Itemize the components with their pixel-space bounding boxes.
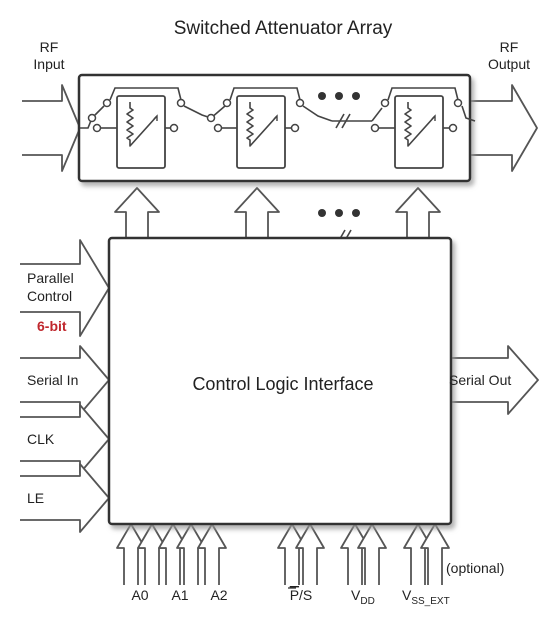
control-logic-label: Control Logic Interface (192, 374, 373, 394)
ellipsis-dots-top (318, 92, 360, 100)
pin-vdd-sub: DD (360, 596, 374, 607)
control-logic-block (107, 236, 453, 526)
diagram-title: Switched Attenuator Array (174, 18, 393, 39)
parallel-bit-width: 6-bit (37, 318, 67, 334)
control-arrow-2 (234, 187, 280, 245)
pin-a2-label: A2 (210, 587, 227, 603)
le-label: LE (27, 490, 44, 506)
pin-ps-bar: P (290, 587, 299, 603)
rf-input-label-line1: RF (40, 39, 59, 55)
serial-out-arrow (445, 345, 539, 415)
a0-pin-arrow-2 (137, 523, 167, 585)
pin-ps-label: P/S (290, 587, 313, 603)
a2-pin-arrow (197, 523, 227, 585)
ps-pin-arrow-1 (277, 523, 307, 585)
resistor-icon-1 (126, 102, 158, 147)
control-arrow-3 (395, 187, 441, 245)
attenuator-cell-2 (236, 95, 286, 169)
rf-output-label-line1: RF (500, 39, 519, 55)
pin-ps-rest: /S (299, 587, 312, 603)
ps-pin-arrow-2 (295, 523, 325, 585)
a0-pin-arrow-1 (116, 523, 146, 585)
rf-output-arrow (470, 84, 538, 172)
switch-contacts (87, 98, 463, 133)
rf-input-label-line2: Input (33, 56, 64, 72)
attenuator-cell-1 (116, 95, 166, 169)
resistor-icon-3 (404, 102, 436, 147)
pin-a0-label: A0 (131, 587, 148, 603)
attenuator-cell-3 (394, 95, 444, 169)
pin-a1-label: A1 (171, 587, 188, 603)
pin-vss-label: VSS_EXT (402, 587, 450, 607)
rf-input-arrow (22, 84, 81, 172)
pin-vdd-label: VDD (351, 587, 375, 607)
rf-output-label-line2: Output (488, 56, 530, 72)
a1-pin-arrow-1 (158, 523, 188, 585)
serial-in-label: Serial In (27, 372, 78, 388)
break-mark-top (332, 113, 372, 129)
pin-vss-optional-note: (optional) (446, 560, 504, 576)
serial-out-label: Serial Out (449, 372, 511, 388)
parallel-label-line1: Parallel (27, 270, 74, 286)
ellipsis-dots-bottom (318, 209, 360, 217)
variable-arrow-icon-1 (153, 114, 158, 121)
variable-arrow-icon-3 (431, 114, 436, 121)
control-arrow-1 (114, 187, 160, 245)
a1-pin-arrow-2 (176, 523, 206, 585)
pin-vss-sub: SS_EXT (411, 596, 449, 607)
pin-vdd-main: V (351, 587, 361, 603)
pin-vss-main: V (402, 587, 412, 603)
signal-path (80, 87, 476, 129)
resistor-icon-2 (246, 102, 278, 147)
clk-label: CLK (27, 431, 55, 447)
parallel-label-line2: Control (27, 288, 72, 304)
variable-arrow-icon-2 (273, 114, 278, 121)
